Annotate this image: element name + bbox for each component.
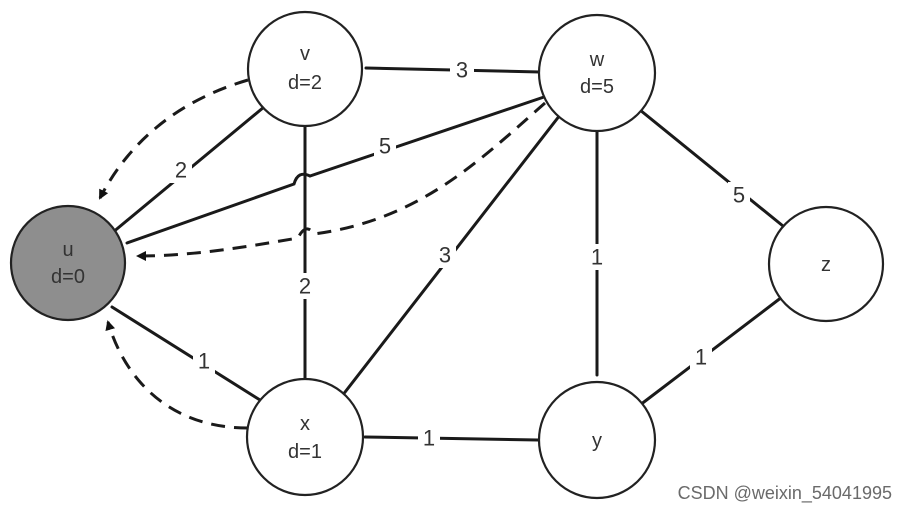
node-z: z <box>767 205 885 323</box>
pred-arrow-w-u <box>136 101 546 261</box>
node-y-name: y <box>592 430 602 452</box>
node-x-distance: d=1 <box>288 441 322 463</box>
node-v-name: v <box>300 43 310 65</box>
edge-weight-w-y: 1 <box>591 245 603 270</box>
edge-weight-x-y: 1 <box>423 426 435 451</box>
node-u-name: u <box>62 239 73 261</box>
edge-weight-v-w: 3 <box>456 58 468 83</box>
edge-labels: 3 2 5 2 3 1 5 1 1 1 <box>170 57 750 451</box>
node-w-distance: d=5 <box>580 76 614 98</box>
node-z-name: z <box>821 254 831 276</box>
node-u-distance: d=0 <box>51 266 85 288</box>
node-w-name: w <box>589 49 605 71</box>
edge-weight-v-x: 2 <box>299 274 311 299</box>
edge-weight-w-x: 3 <box>439 243 451 268</box>
edge-u-w <box>125 95 546 245</box>
edge-weight-u-v: 2 <box>175 158 187 183</box>
predecessor-arrows <box>98 78 546 430</box>
edge-weight-y-z: 1 <box>695 345 707 370</box>
node-y: y <box>537 380 657 500</box>
edge-weight-u-w: 5 <box>379 134 391 159</box>
node-u: u d=0 <box>9 204 127 322</box>
pred-arrow-x-u <box>105 320 249 430</box>
edge-x-y <box>363 435 540 442</box>
node-x-name: x <box>300 413 310 435</box>
node-v: v d=2 <box>246 10 364 128</box>
node-w: w d=5 <box>537 13 657 133</box>
node-v-distance: d=2 <box>288 72 322 94</box>
edge-weight-u-x: 1 <box>198 349 210 374</box>
edge-u-x <box>110 305 262 402</box>
watermark: CSDN @weixin_54041995 <box>677 483 892 503</box>
node-x: x d=1 <box>245 377 365 497</box>
pred-arrow-v-u <box>98 78 249 200</box>
edge-weight-w-z: 5 <box>733 183 745 208</box>
edge-w-z <box>638 108 785 228</box>
